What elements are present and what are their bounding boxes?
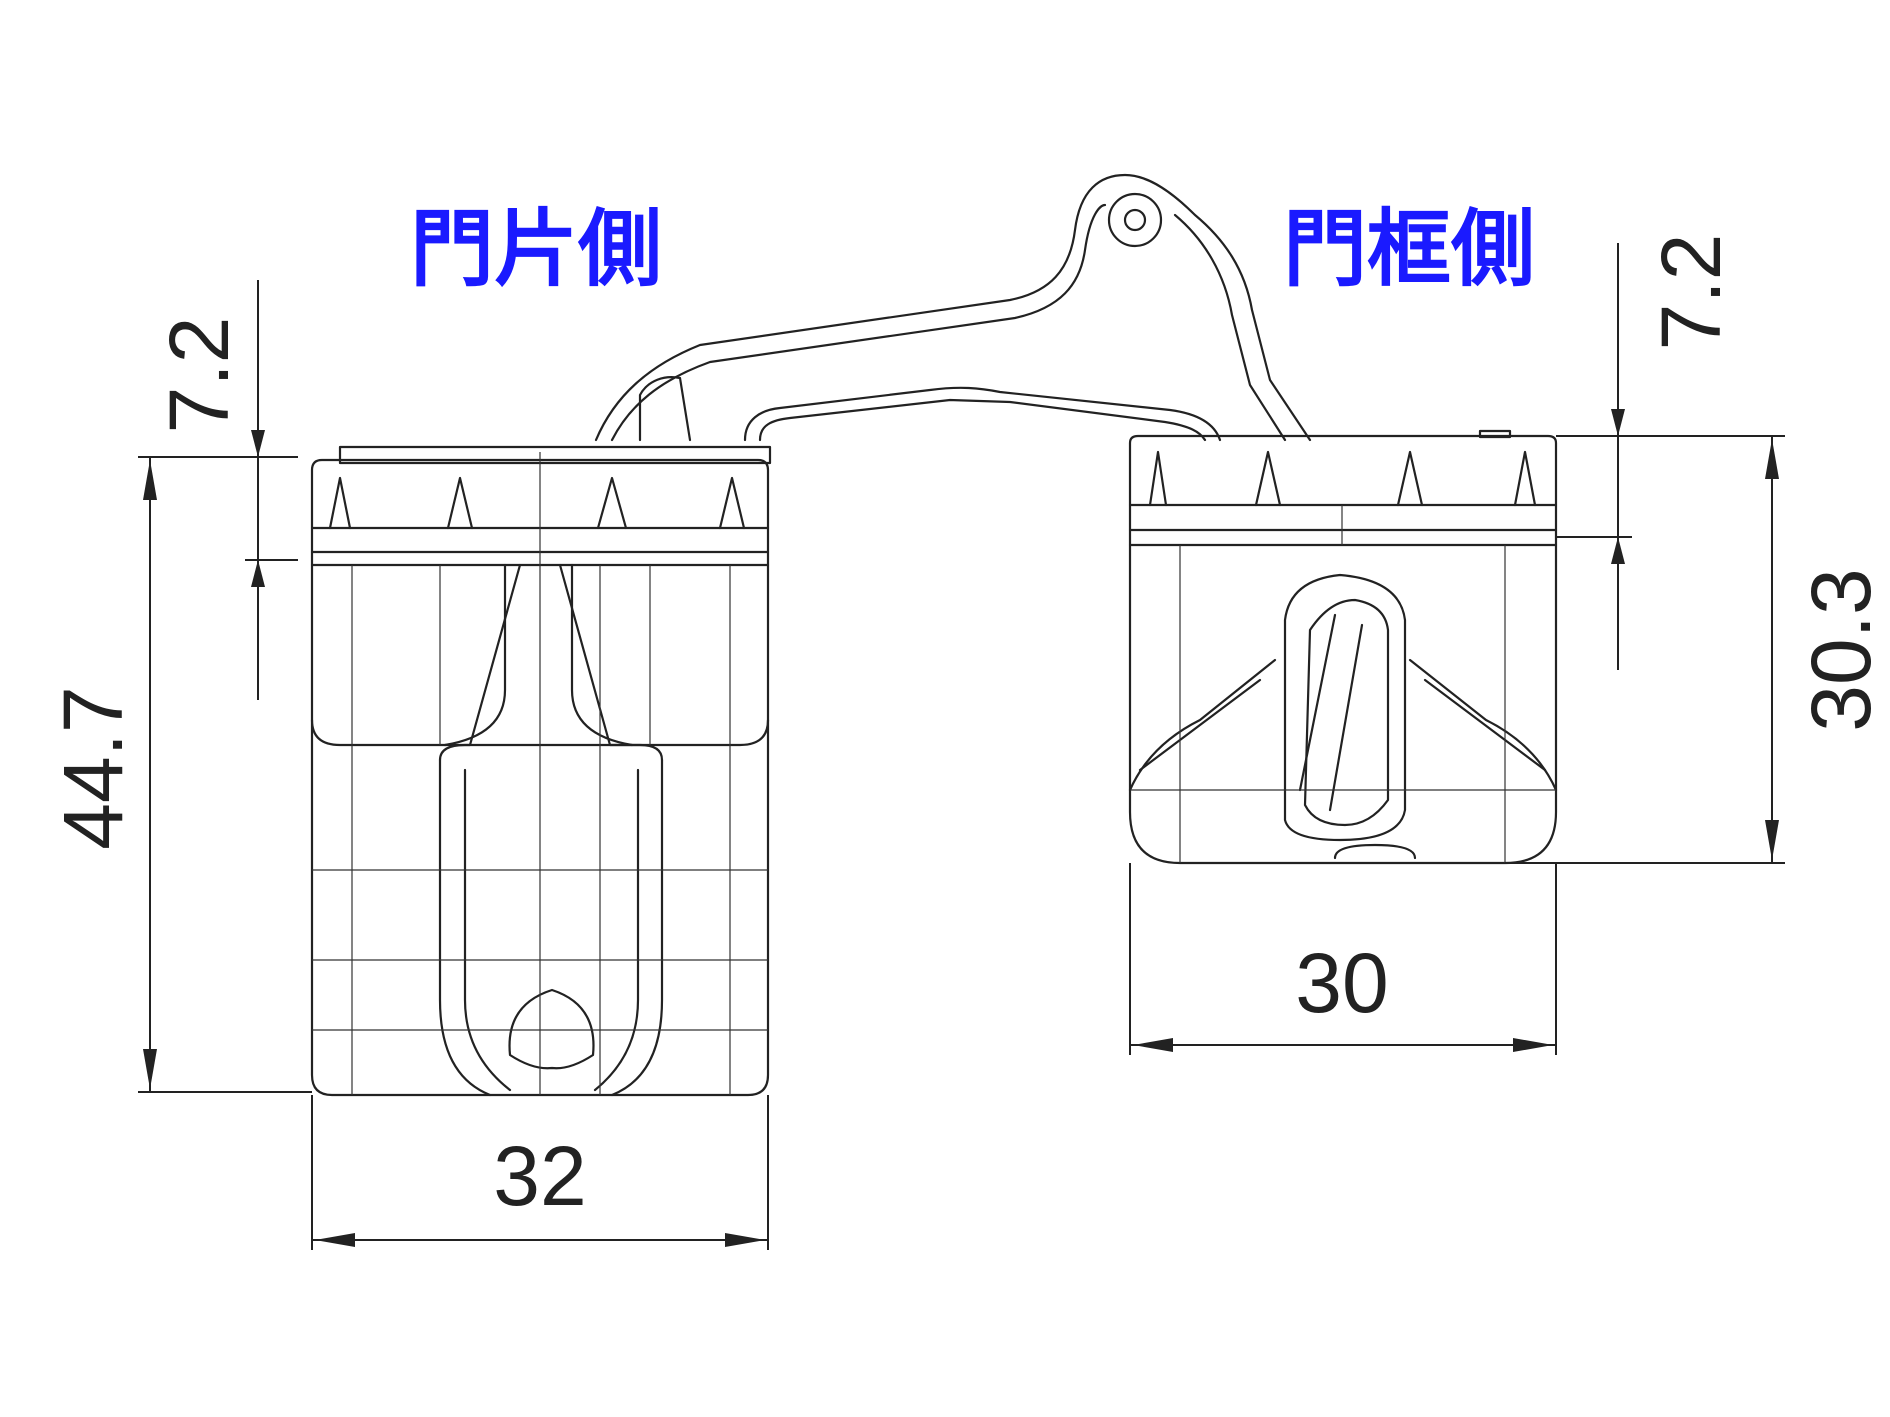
left-top-offset-value: 7.2 — [152, 317, 246, 434]
dimension-left-width: 32 — [311, 1095, 769, 1250]
left-height-value: 44.7 — [46, 686, 140, 850]
door-side-label: 門片側 — [410, 200, 662, 298]
hinge-arm — [594, 173, 1312, 442]
elongated-slot — [1283, 573, 1407, 842]
pivot-eye — [1107, 192, 1163, 248]
dimension-left-top-offset: 7.2 — [152, 280, 298, 700]
dimension-right-height: 30.3 — [1505, 435, 1888, 864]
dimension-right-top-offset: 7.2 — [1556, 234, 1738, 670]
dimension-right-width: 30 — [1129, 863, 1557, 1055]
dimension-left-height: 44.7 — [46, 456, 312, 1093]
frame-side-part — [1128, 429, 1558, 865]
right-width-value: 30 — [1295, 936, 1388, 1030]
right-height-value: 30.3 — [1794, 568, 1888, 732]
frame-side-label: 門框側 — [1283, 200, 1535, 298]
teardrop-hole — [508, 988, 595, 1070]
right-top-offset-value: 7.2 — [1644, 234, 1738, 351]
left-width-value: 32 — [493, 1129, 586, 1223]
door-side-part — [310, 445, 772, 1097]
